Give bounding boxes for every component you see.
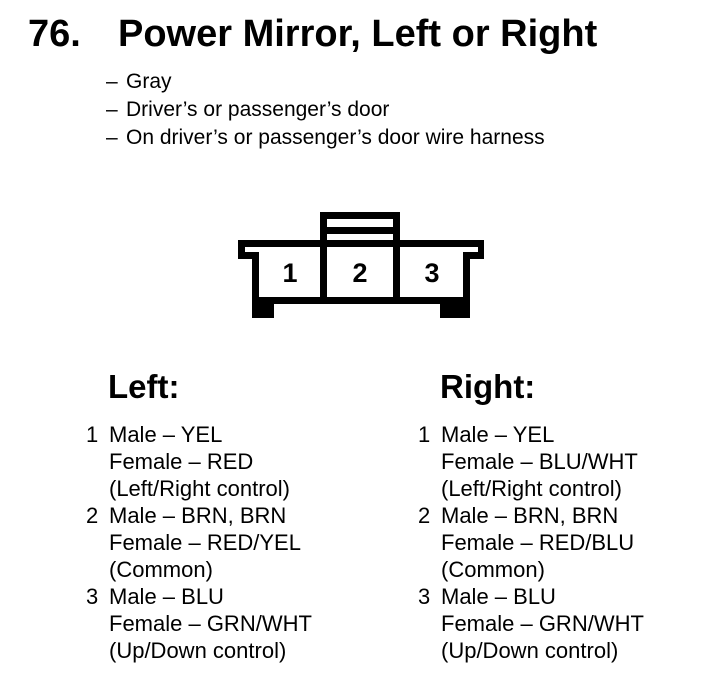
bullet-dash: – (106, 126, 118, 149)
pin-details: Male – BLU Female – GRN/WHT (Up/Down con… (441, 583, 644, 664)
pin-details: Male – YEL Female – BLU/WHT (Left/Right … (441, 421, 638, 502)
bullet-text: Gray (126, 70, 172, 93)
pin-female-wire: Female – BLU/WHT (441, 449, 638, 474)
connector-tab-slot (327, 234, 393, 240)
section-heading-right: Right: (440, 368, 536, 405)
pin-row: 3 Male – BLU Female – GRN/WHT (Up/Down c… (418, 583, 644, 664)
item-number: 76. (28, 13, 81, 55)
pin-female-wire: Female – GRN/WHT (441, 611, 644, 636)
pin-male-wire: Male – BRN, BRN (441, 503, 619, 528)
pin-male-wire: Male – YEL (441, 422, 555, 447)
bullet-item: – On driver’s or passenger’s door wire h… (106, 124, 545, 152)
pin-number: 2 (418, 503, 431, 528)
pin-details: Male – BRN, BRN Female – RED/BLU (Common… (441, 502, 634, 583)
pin-list-left: 1 Male – YEL Female – RED (Left/Right co… (86, 421, 312, 664)
pin-number: 1 (86, 422, 99, 447)
section-heading-left: Left: (108, 368, 180, 405)
pin-female-wire: Female – RED (109, 449, 254, 474)
pin-female-wire: Female – RED/YEL (109, 530, 301, 555)
pin-details: Male – YEL Female – RED (Left/Right cont… (109, 421, 290, 502)
pin-female-wire: Female – GRN/WHT (109, 611, 312, 636)
cavity-2 (327, 247, 393, 297)
connector-tab-slot (327, 219, 393, 227)
bullet-item: – Gray (106, 68, 545, 96)
cavity-3 (400, 247, 478, 297)
pin-details: Male – BLU Female – GRN/WHT (Up/Down con… (109, 583, 312, 664)
bullet-text: Driver’s or passenger’s door (126, 98, 390, 121)
pin-details: Male – BRN, BRN Female – RED/YEL (Common… (109, 502, 301, 583)
cavity-label: 1 (282, 258, 297, 288)
pin-row: 2 Male – BRN, BRN Female – RED/YEL (Comm… (86, 502, 312, 583)
pin-female-wire: Female – RED/BLU (441, 530, 635, 555)
pin-number: 3 (418, 584, 431, 609)
bullet-item: – Driver’s or passenger’s door (106, 96, 545, 124)
pin-row: 3 Male – BLU Female – GRN/WHT (Up/Down c… (86, 583, 312, 664)
pin-function: (Left/Right control) (441, 476, 622, 501)
pin-function: (Up/Down control) (109, 638, 287, 663)
pin-function: (Left/Right control) (109, 476, 290, 501)
pin-list-right: 1 Male – YEL Female – BLU/WHT (Left/Righ… (418, 421, 644, 664)
bullet-dash: – (106, 70, 118, 93)
cavity-label: 3 (424, 258, 439, 288)
connector-svg: 1 2 3 (238, 212, 484, 318)
pin-male-wire: Male – YEL (109, 422, 223, 447)
pin-function: (Common) (109, 557, 213, 582)
pin-number: 1 (418, 422, 431, 447)
pin-male-wire: Male – BLU (441, 584, 556, 609)
pin-row: 1 Male – YEL Female – BLU/WHT (Left/Righ… (418, 421, 644, 502)
pin-function: (Common) (441, 557, 545, 582)
pin-male-wire: Male – BRN, BRN (109, 503, 287, 528)
pin-number: 3 (86, 584, 99, 609)
connector-diagram: 1 2 3 (225, 205, 495, 325)
bullet-text: On driver’s or passenger’s door wire har… (126, 126, 545, 149)
pin-male-wire: Male – BLU (109, 584, 224, 609)
cavity-label: 2 (352, 258, 367, 288)
page-title: Power Mirror, Left or Right (118, 13, 598, 55)
pin-row: 2 Male – BRN, BRN Female – RED/BLU (Comm… (418, 502, 644, 583)
pin-number: 2 (86, 503, 99, 528)
bullet-list: – Gray – Driver’s or passenger’s door – … (106, 68, 545, 152)
pin-function: (Up/Down control) (441, 638, 619, 663)
bullet-dash: – (106, 98, 118, 121)
cavity-1 (245, 247, 320, 297)
pin-row: 1 Male – YEL Female – RED (Left/Right co… (86, 421, 312, 502)
